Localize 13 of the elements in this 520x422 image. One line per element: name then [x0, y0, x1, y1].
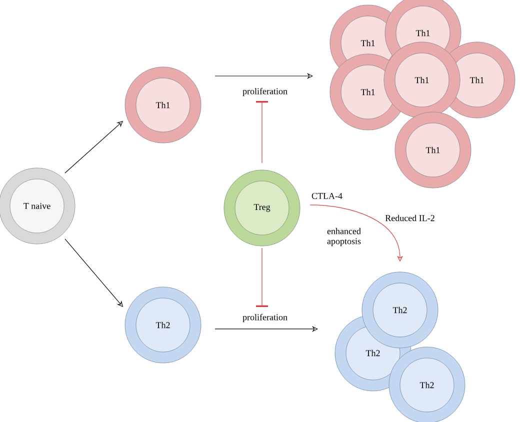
edge-label: proliferation [242, 312, 288, 324]
node-label: Th1 [426, 146, 440, 154]
node-label: Th1 [360, 40, 375, 46]
edge-label: proliferation [242, 86, 288, 98]
node-label: Th1 [470, 76, 484, 84]
inhibition-line [256, 248, 268, 307]
text-label: CTLA-4 [312, 192, 342, 200]
arrow [64, 238, 123, 307]
inhibition-line [256, 101, 268, 164]
text-label: enhanced apoptosis [327, 228, 361, 246]
arrow [64, 121, 123, 174]
text-label: Reduced IL-2 [385, 214, 434, 222]
node-label: Th1 [414, 76, 429, 84]
